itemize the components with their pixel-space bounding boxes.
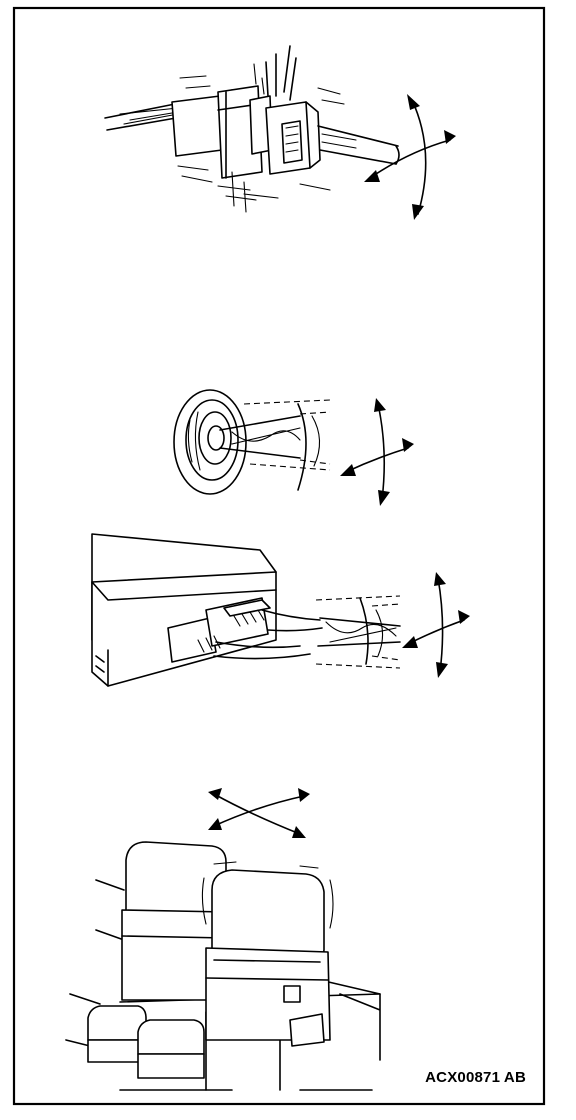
- connector-pair-illustration: [104, 45, 456, 220]
- figure-reference-code: ACX00871 AB: [425, 1069, 526, 1086]
- relay-block-illustration: [65, 788, 381, 1091]
- figure-border: [12, 6, 546, 1106]
- ecu-connector-illustration: [91, 533, 470, 687]
- grommet-illustration: [173, 389, 414, 506]
